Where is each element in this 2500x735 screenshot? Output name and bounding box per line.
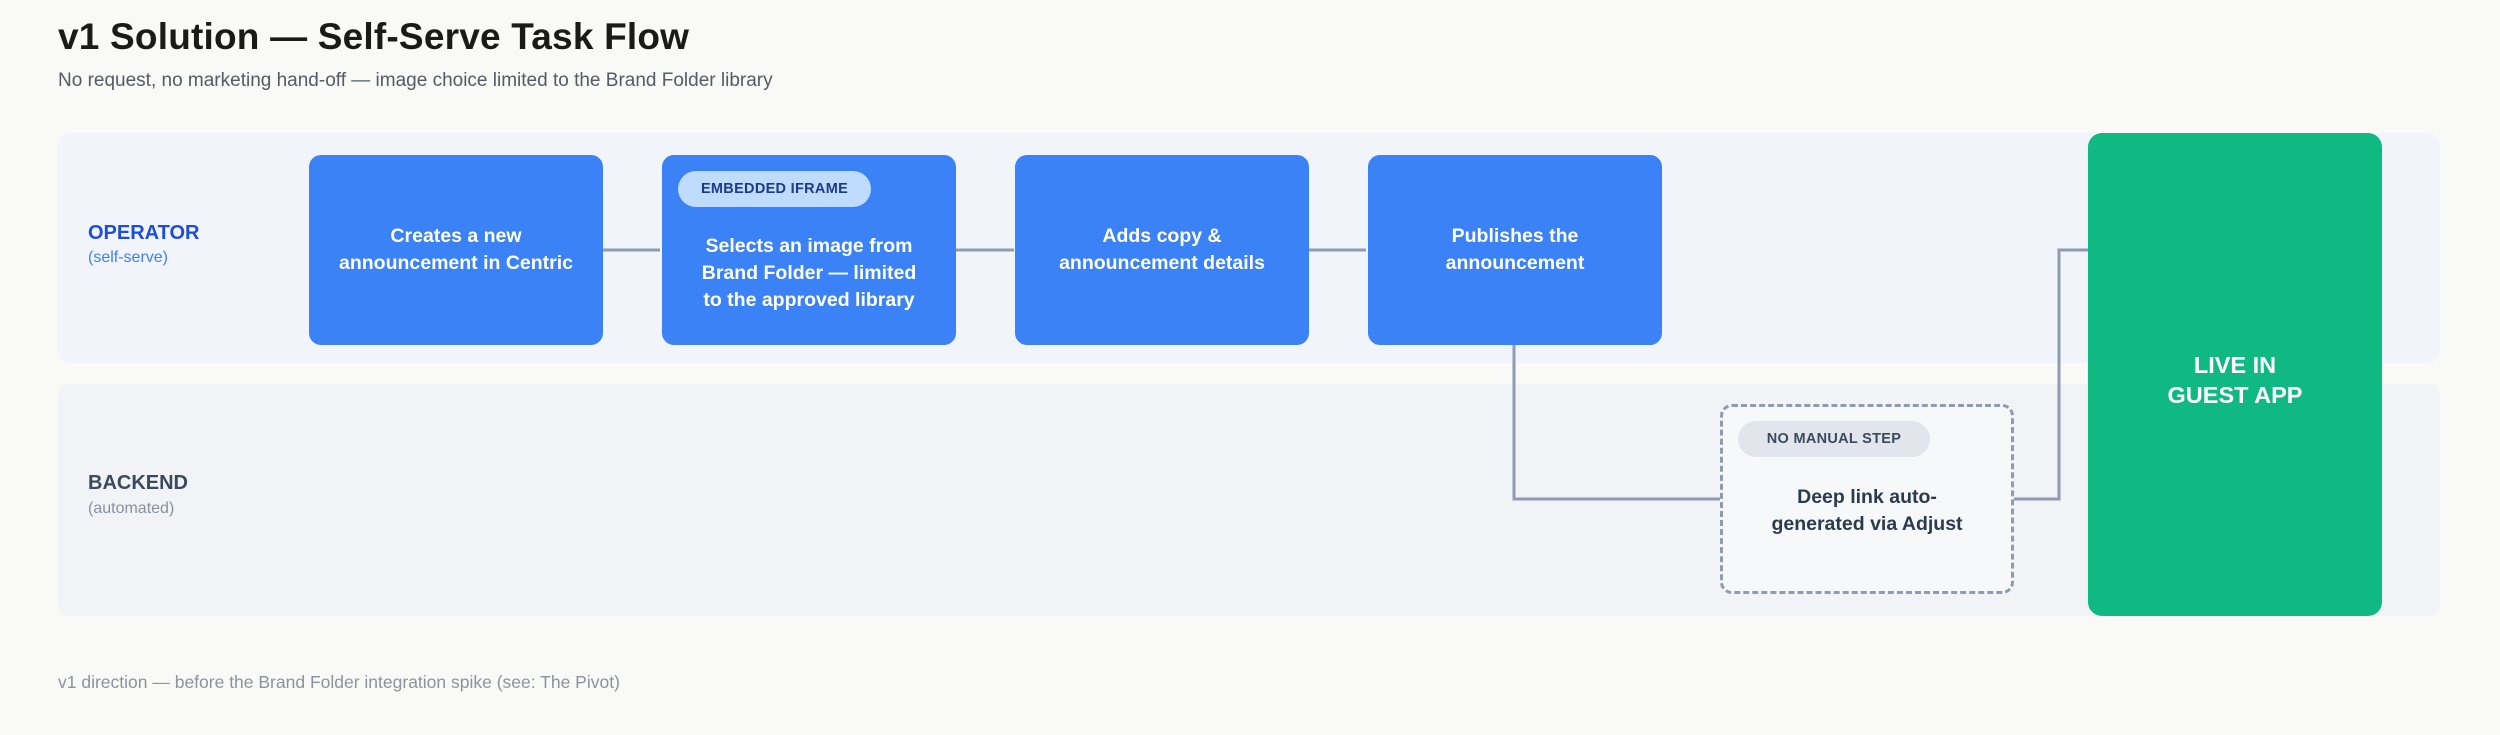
step-publish: Publishes the announcement (1368, 155, 1662, 345)
live-in-guest-app-text: LIVE IN GUEST APP (2167, 351, 2303, 408)
backend-lane-label: BACKEND (88, 472, 188, 494)
step-select-image-text: Selects an image from Brand Folder — lim… (701, 234, 917, 311)
step-create-announcement: Creates a new announcement in Centric (309, 155, 603, 345)
no-manual-step-badge: NO MANUAL STEP (1738, 421, 1930, 457)
embedded-iframe-badge: EMBEDDED IFRAME (678, 171, 871, 207)
step-add-copy: Adds copy & announcement details (1015, 155, 1309, 345)
connector-step4-autostep (1512, 345, 1720, 501)
diagram-title: v1 Solution — Self-Serve Task Flow (58, 16, 690, 57)
live-in-guest-app-outcome: LIVE IN GUEST APP (2088, 133, 2382, 616)
diagram-subtitle: No request, no marketing hand-off — imag… (58, 70, 773, 91)
operator-lane-label: OPERATOR (88, 222, 200, 244)
backend-lane-sublabel: (automated) (88, 500, 175, 517)
automated-deep-link-text: Deep link auto- generated via Adjust (1771, 486, 1963, 535)
step-publish-text: Publishes the announcement (1445, 225, 1585, 274)
footnote: v1 direction — before the Brand Folder i… (58, 672, 620, 692)
step-create-announcement-text: Creates a new announcement in Centric (338, 225, 574, 274)
step-add-copy-text: Adds copy & announcement details (1059, 225, 1265, 274)
operator-lane-sublabel: (self-serve) (88, 249, 169, 266)
connector-autostep-live (2014, 248, 2088, 501)
